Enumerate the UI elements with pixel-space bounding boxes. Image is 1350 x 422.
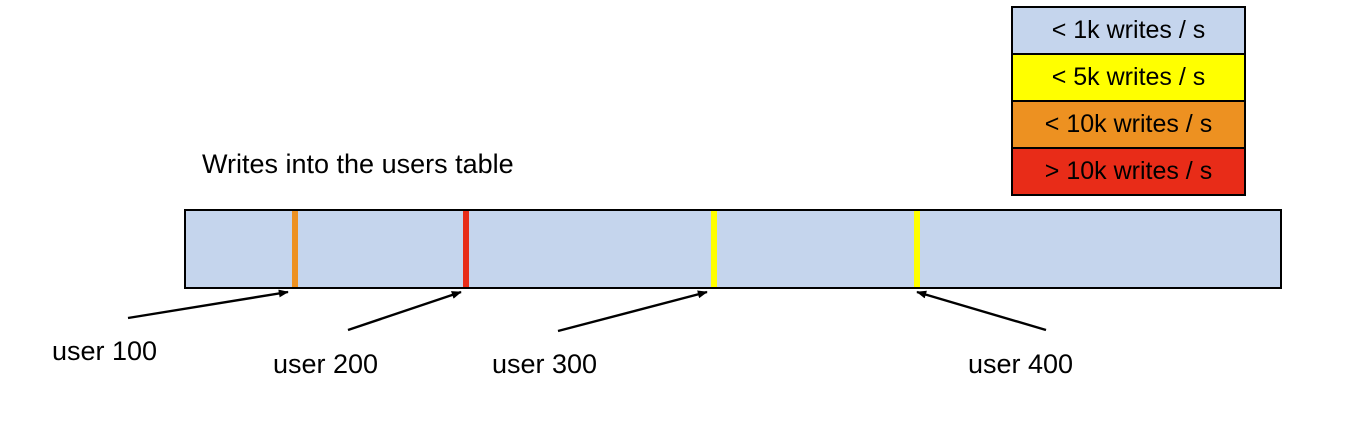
user-200-marker xyxy=(463,211,469,287)
legend-row-medium: < 5k writes / s xyxy=(1013,55,1244,102)
legend-label-low: < 1k writes / s xyxy=(1051,16,1206,44)
legend-row-very-high: > 10k writes / s xyxy=(1013,149,1244,194)
label-user-200: user 200 xyxy=(273,349,379,379)
legend-label-medium: < 5k writes / s xyxy=(1051,63,1206,91)
label-user-300: user 300 xyxy=(492,349,598,379)
arrow-user-300 xyxy=(557,290,708,333)
label-user-100: user 100 xyxy=(52,336,158,366)
legend-row-low: < 1k writes / s xyxy=(1013,8,1244,55)
arrow-user-400 xyxy=(916,290,1047,332)
user-300-marker xyxy=(711,211,717,287)
legend-label-very-high: > 10k writes / s xyxy=(1044,157,1213,185)
legend: < 1k writes / s < 5k writes / s < 10k wr… xyxy=(1011,6,1246,196)
user-100-marker xyxy=(292,211,298,287)
label-user-400: user 400 xyxy=(968,349,1074,379)
legend-label-high: < 10k writes / s xyxy=(1044,110,1213,138)
users-table-bar xyxy=(184,209,1282,289)
legend-row-high: < 10k writes / s xyxy=(1013,102,1244,149)
arrow-user-200 xyxy=(347,290,462,332)
arrow-user-100 xyxy=(127,289,289,320)
user-400-marker xyxy=(914,211,920,287)
diagram-caption: Writes into the users table xyxy=(202,149,514,179)
